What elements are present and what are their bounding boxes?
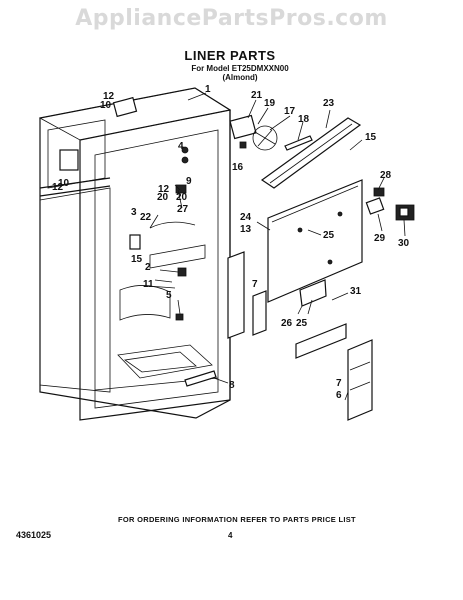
evaporator-cover-bar	[260, 117, 362, 189]
callout-31: 31	[350, 286, 362, 297]
rear-panel	[267, 179, 363, 303]
callout-15a: 15	[365, 132, 377, 143]
callout-27: 27	[177, 204, 189, 215]
callout-4: 4	[178, 141, 184, 152]
control-components	[365, 187, 415, 221]
callout-11: 11	[143, 279, 154, 290]
callout-2: 2	[145, 262, 151, 273]
callout-5: 5	[166, 290, 172, 301]
callout-24: 24	[240, 212, 252, 223]
callout-18: 18	[298, 114, 310, 125]
callout-23: 23	[323, 98, 335, 109]
leader-lines	[147, 92, 406, 401]
liner-cabinet	[38, 87, 232, 421]
callout-8: 8	[229, 380, 235, 391]
callout-19: 19	[264, 98, 276, 109]
callout-10b: 10	[58, 178, 70, 189]
color-line: (Almond)	[222, 73, 258, 82]
callout-15b: 15	[131, 254, 143, 265]
callout-20a: 20	[157, 192, 169, 203]
callout-7b: 7	[336, 378, 342, 389]
callout-6: 6	[336, 390, 342, 401]
callout-28: 28	[380, 170, 392, 181]
part-document-number: 4361025	[16, 530, 52, 540]
callout-7a: 7	[252, 279, 258, 290]
inner-small-parts	[59, 96, 196, 321]
callout-9: 9	[186, 176, 192, 187]
callout-1: 1	[205, 84, 211, 95]
callout-30: 30	[398, 238, 410, 249]
page-number: 4	[228, 531, 233, 540]
watermark: AppliancePartsPros.com	[75, 6, 388, 31]
callout-12b: 12	[52, 182, 64, 193]
callout-12a: 12	[103, 91, 115, 102]
callout-25a: 25	[323, 230, 335, 241]
callout-17: 17	[284, 106, 296, 117]
callout-22: 22	[140, 212, 152, 223]
model-subtitle: For Model ET25DMXXN00 (Almond)	[150, 64, 330, 82]
rod-part	[284, 135, 313, 151]
strip-6	[347, 339, 373, 421]
callout-25b: 25	[296, 318, 308, 329]
callout-10a: 10	[100, 100, 112, 111]
callout-26: 26	[281, 318, 293, 329]
callout-13: 13	[240, 224, 252, 235]
callout-12c: 12	[158, 184, 170, 195]
ordering-info-note: FOR ORDERING INFORMATION REFER TO PARTS …	[118, 515, 356, 524]
bottom-trim-8	[184, 370, 217, 387]
trim-strip-13	[227, 251, 245, 339]
page-title: LINER PARTS	[184, 48, 276, 63]
callout-21: 21	[251, 90, 263, 101]
callout-29: 29	[374, 233, 386, 244]
bracket-26	[299, 279, 327, 307]
callout-3: 3	[131, 207, 137, 218]
callout-16: 16	[232, 162, 244, 173]
model-line: For Model ET25DMXXN00	[191, 64, 289, 73]
trim-strip-7	[252, 290, 267, 336]
plate-7	[295, 323, 347, 359]
evaporator-fan-assembly	[229, 114, 278, 151]
callout-20b: 20	[176, 192, 188, 203]
